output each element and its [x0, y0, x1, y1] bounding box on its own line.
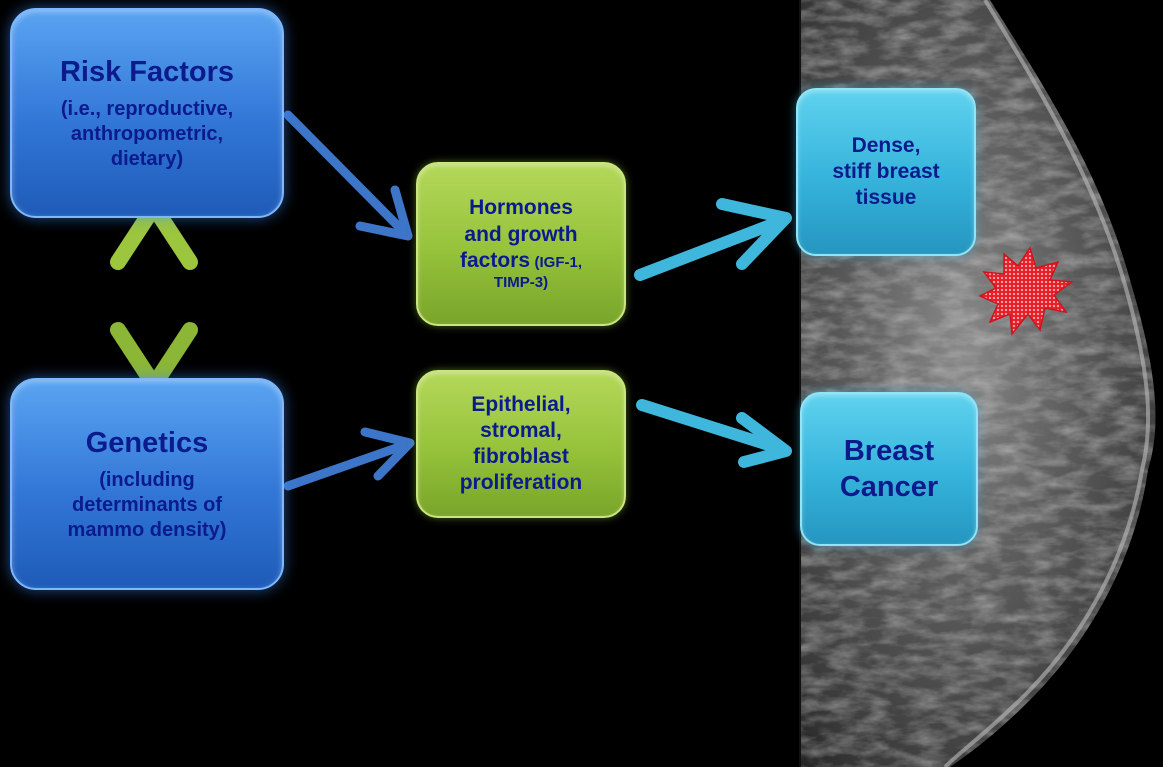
risk-factors-detail-2: anthropometric,	[71, 122, 223, 147]
risk-factors-detail-1: (i.e., reproductive,	[61, 97, 233, 122]
hormones-line-2: and growth	[464, 222, 577, 248]
breast-cancer-box: Breast Cancer	[800, 392, 978, 546]
risk-factors-box: Risk Factors (i.e., reproductive, anthro…	[10, 8, 284, 218]
proliferation-line-4: proliferation	[460, 470, 583, 496]
hormones-line-1: Hormones	[469, 195, 573, 221]
genetics-detail-2: determinants of	[72, 493, 222, 518]
hormones-factors-text: factors	[460, 249, 530, 272]
genetics-box: Genetics (including determinants of mamm…	[10, 378, 284, 590]
genetics-detail-3: mammo density)	[68, 518, 227, 543]
bidirectional-arrow	[118, 207, 190, 385]
dense-tissue-line-2: stiff breast	[832, 159, 939, 185]
hormones-timp-text: TIMP-3)	[494, 274, 548, 293]
arrow-risk-to-hormones	[288, 115, 408, 236]
risk-factors-detail-3: dietary)	[111, 147, 183, 172]
hormones-igf-text: (IGF-1,	[534, 254, 582, 271]
genetics-title: Genetics	[86, 425, 209, 461]
genetics-detail-1: (including	[99, 468, 195, 493]
proliferation-line-1: Epithelial,	[471, 392, 570, 418]
breast-cancer-line-1: Breast	[844, 433, 934, 469]
proliferation-box: Epithelial, stromal, fibroblast prolifer…	[416, 370, 626, 518]
arrow-hormones-to-dense	[640, 204, 786, 275]
arrow-proliferation-to-cancer	[642, 405, 786, 462]
arrow-genetics-to-proliferation	[288, 432, 410, 486]
dense-tissue-line-1: Dense,	[852, 133, 921, 159]
proliferation-line-3: fibroblast	[473, 444, 569, 470]
dense-tissue-box: Dense, stiff breast tissue	[796, 88, 976, 256]
dense-tissue-line-3: tissue	[856, 185, 917, 211]
hormones-box: Hormones and growth factors (IGF-1, TIMP…	[416, 162, 626, 326]
risk-factors-title: Risk Factors	[60, 54, 234, 90]
proliferation-line-2: stromal,	[480, 418, 562, 444]
hormones-line-3: factors (IGF-1,	[460, 248, 582, 274]
breast-cancer-line-2: Cancer	[840, 469, 938, 505]
